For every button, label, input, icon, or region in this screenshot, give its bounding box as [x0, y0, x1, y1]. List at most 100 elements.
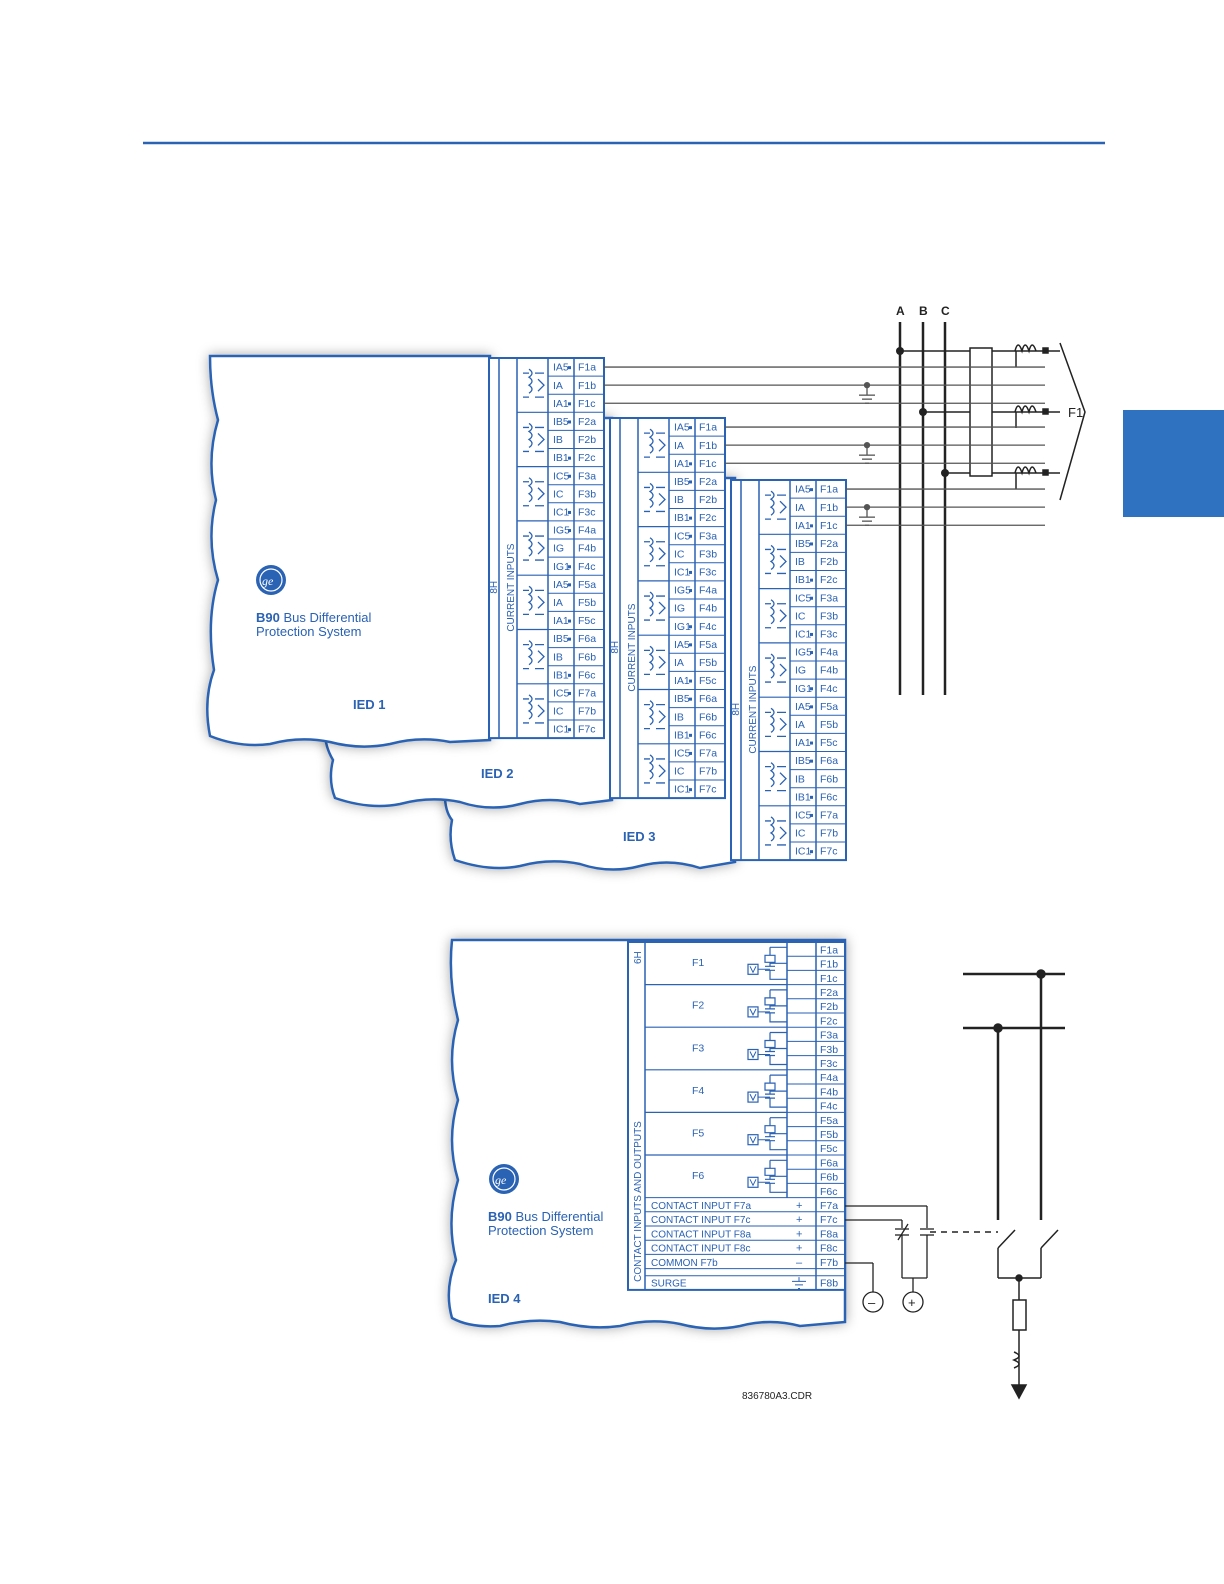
ct-input-icon [765, 707, 787, 737]
channel-label: IA5 [795, 484, 811, 496]
terminal-label: F6a [820, 755, 838, 767]
terminal-label: F6b [578, 651, 596, 663]
ct-input-icon [523, 694, 545, 724]
terminal-label: F2b [699, 494, 717, 506]
terminal-label: F1a [699, 422, 717, 434]
terminal-label: F3c [820, 628, 838, 640]
surge-label: SURGE [651, 1278, 687, 1289]
terminal-label: F5b [820, 719, 838, 731]
channel-label: IC1 [553, 724, 570, 736]
terminal-label: F2a [820, 987, 838, 999]
ct-input-icon [765, 490, 787, 520]
ct-input-icon [644, 591, 666, 621]
channel-label: IG1 [553, 561, 570, 573]
terminal-label: F8b [820, 1277, 838, 1289]
ge-logo: ge [256, 565, 286, 595]
channel-label: IA [795, 719, 805, 731]
module-frame [609, 417, 726, 800]
relay-contact-icon [764, 1074, 787, 1108]
channel-label: IG5 [553, 525, 570, 537]
phase-c-label: C [941, 304, 950, 318]
drawing-number: 836780A3.CDR [742, 1391, 812, 1402]
channel-label: IA1 [795, 520, 811, 532]
polarity-sign: + [796, 1200, 802, 1212]
channel-label: IA5 [674, 422, 690, 434]
channel-label: IA5 [674, 639, 690, 651]
svg-text:ge: ge [262, 574, 274, 588]
terminal-label: F6b [820, 773, 838, 785]
ct-input-icon [765, 816, 787, 846]
terminal-label: F1c [820, 520, 838, 532]
ge-logo-ied4: ge [489, 1164, 519, 1194]
terminal-label: F4c [578, 561, 596, 573]
terminal-label: F2a [578, 416, 596, 428]
channel-label: IG5 [795, 647, 812, 659]
output-relay-label: F2 [692, 1000, 704, 1012]
terminal-label: F2b [820, 1001, 838, 1013]
channel-label: IA [795, 502, 805, 514]
channel-label: IA [553, 380, 563, 392]
terminal-label: F3b [699, 548, 717, 560]
relay-contact-icon [764, 1031, 787, 1066]
channel-label: IB5 [795, 755, 811, 767]
channel-label: IA [674, 440, 684, 452]
terminal-label: F2c [820, 574, 838, 586]
ct-input-icon [523, 531, 545, 561]
channel-label: IG [553, 543, 564, 555]
phase-b-label: B [919, 304, 928, 318]
terminal-label: F3a [699, 530, 717, 542]
channel-label: IB1 [674, 729, 690, 741]
module-title-label: CURRENT INPUTS [748, 665, 759, 753]
polarity-sign: + [796, 1228, 802, 1240]
product-line2: Protection System [256, 624, 362, 639]
ct-input-icon [644, 428, 666, 458]
terminal-label: F3c [699, 566, 717, 578]
terminal-label: F3b [820, 610, 838, 622]
module-slot-label: 6H [633, 951, 644, 964]
channel-label: IC5 [795, 592, 812, 604]
terminal-label: F6c [699, 729, 717, 741]
channel-label: IG [795, 665, 806, 677]
channel-label: IB [553, 434, 563, 446]
aux-contacts [845, 1205, 934, 1313]
channel-label: IB [553, 651, 563, 663]
ct-input-icon [644, 482, 666, 513]
terminal-label: F3b [578, 488, 596, 500]
contact-input-label: COMMON F7b [651, 1258, 718, 1269]
ied-2-label: IED 2 [481, 766, 514, 781]
terminal-label: F5c [699, 675, 717, 687]
channel-label: IC5 [674, 530, 691, 542]
terminal-label: F6c [820, 1186, 838, 1198]
terminal-label: F5a [820, 1115, 838, 1127]
ied-4-label: IED 4 [488, 1291, 521, 1306]
channel-label: IA1 [674, 675, 690, 687]
ct-input-icon [523, 585, 545, 615]
relay-contact-icon [764, 946, 787, 980]
relay-contact-icon [764, 1159, 787, 1193]
phase-a-label: A [896, 304, 905, 318]
ied-1-body [206, 354, 492, 748]
channel-label: IA5 [795, 701, 811, 713]
polarity-sign: – [796, 1257, 803, 1269]
channel-label: IB5 [553, 633, 569, 645]
contact-input-label: CONTACT INPUT F8a [651, 1229, 751, 1240]
ct-input-icon [765, 653, 787, 683]
channel-label: IB1 [795, 574, 811, 586]
terminal-label: F7c [820, 846, 838, 858]
ct-input-icon [644, 537, 666, 567]
terminal-label: F5c [578, 615, 596, 627]
channel-label: IG [674, 603, 685, 615]
ct-input-icon [644, 700, 666, 730]
module-title-label: CONTACT INPUTS AND OUTPUTS [633, 1121, 644, 1282]
ct-input-icon [644, 754, 666, 784]
channel-label: IA [674, 657, 684, 669]
terminal-label: F3c [578, 506, 596, 518]
terminal-label: F4c [699, 621, 717, 633]
output-relay-label: F5 [692, 1128, 704, 1140]
terminal-label: F2c [578, 452, 596, 464]
channel-label: IC [674, 766, 685, 778]
module-slot-label: 8H [489, 581, 500, 594]
terminal-label: F4c [820, 683, 838, 695]
